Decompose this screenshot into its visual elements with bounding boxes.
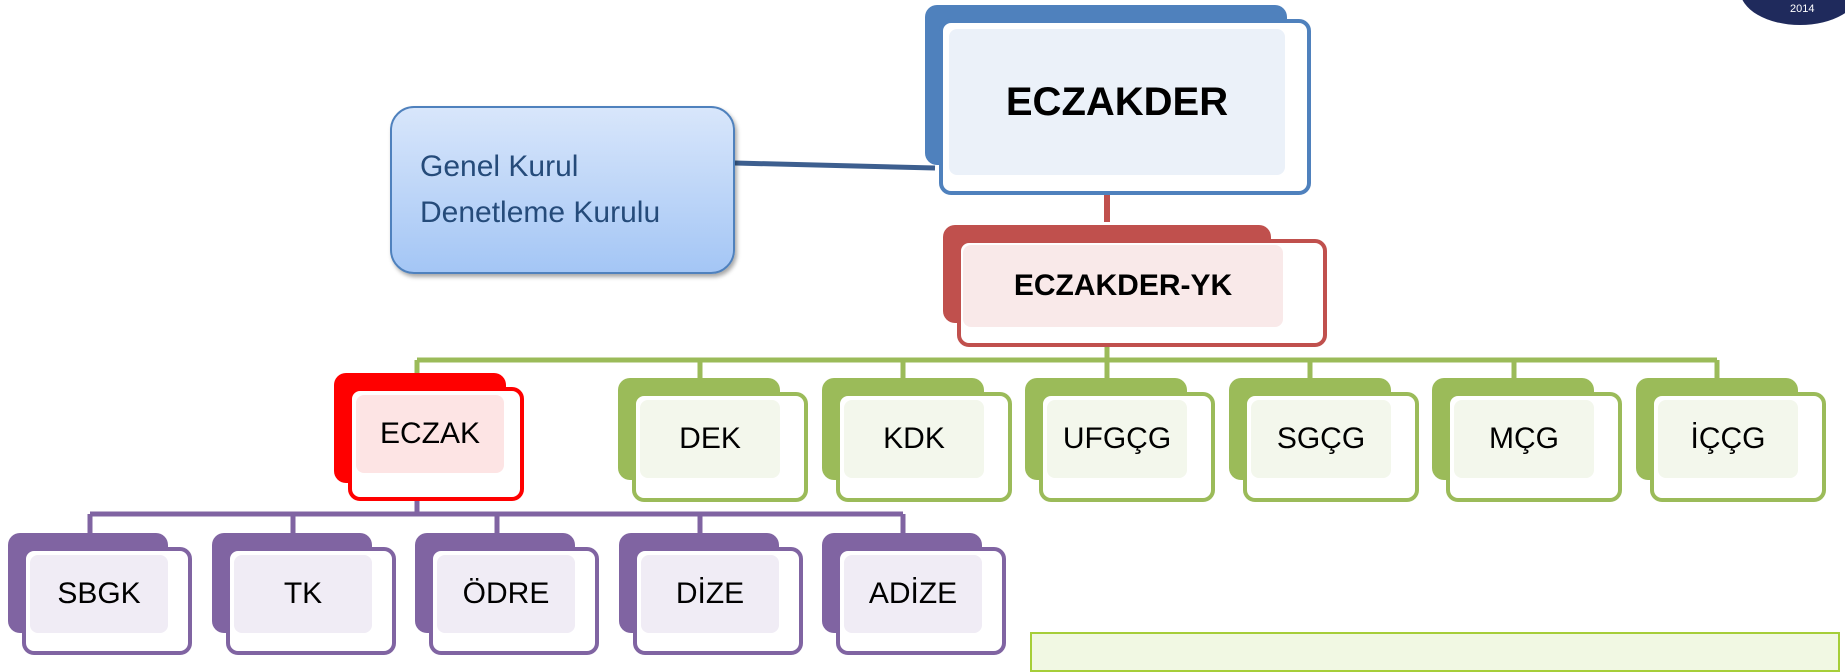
root-node: ECZAKDER [925, 5, 1311, 195]
org-node-ufgcg: UFGÇG [1025, 378, 1215, 502]
org-node-label: İÇÇG [1690, 422, 1766, 455]
side-box-line2: Denetleme Kurulu [420, 196, 661, 229]
org-node-adize: ADİZE [822, 533, 1006, 655]
side-box-line1: Genel Kurul [420, 150, 579, 183]
org-node-label: ADİZE [868, 577, 958, 610]
org-node-dize: DİZE [619, 533, 803, 655]
org-node-iccg: İÇÇG [1636, 378, 1826, 502]
org-node-label: KDK [883, 422, 945, 455]
org-node-eczak: ECZAK [334, 373, 524, 501]
org-node-label: MÇG [1489, 422, 1559, 455]
org-node-tk: TK [212, 533, 396, 655]
org-node-sbgk: SBGK [8, 533, 192, 655]
org-node-label: ÖDRE [462, 577, 550, 610]
org-node-odre: ÖDRE [415, 533, 599, 655]
org-node-label: ECZAK [379, 417, 481, 450]
org-node-label: TK [283, 577, 323, 610]
logo-year: 2014 [1790, 3, 1815, 15]
board-label: ECZAKDER-YK [1013, 269, 1233, 302]
board-node: ECZAKDER-YK [943, 225, 1327, 347]
org-node-label: SGÇG [1276, 422, 1366, 455]
org-node-kdk: KDK [822, 378, 1012, 502]
connector-side-box-root [734, 160, 936, 171]
org-node-label: DEK [679, 422, 741, 455]
general-assembly-box: Genel Kurul Denetleme Kurulu [390, 106, 735, 274]
org-node-sgcg: SGÇG [1229, 378, 1419, 502]
org-node-label: SBGK [57, 577, 141, 610]
note-box [1030, 632, 1840, 672]
org-node-label: DİZE [675, 577, 745, 610]
org-node-dek: DEK [618, 378, 808, 502]
org-node-label: UFGÇG [1062, 422, 1172, 455]
org-node-mcg: MÇG [1432, 378, 1622, 502]
root-label: ECZAKDER [1005, 79, 1229, 124]
